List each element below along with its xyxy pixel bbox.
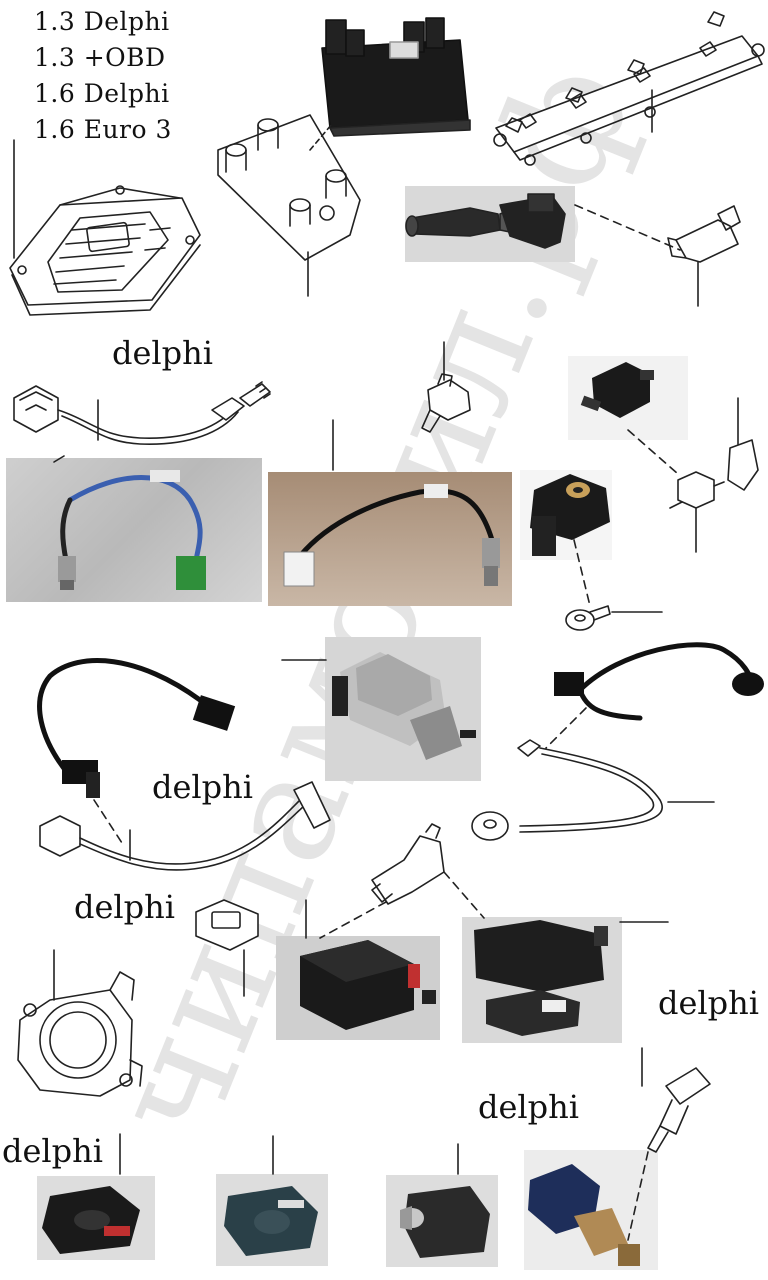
temp-sensor-photo [528,1164,640,1266]
throttle-body-drawing [17,971,143,1097]
leader-line [443,871,485,919]
tps-photo-2 [224,1186,318,1256]
idle-valve-photo [400,1186,490,1258]
leader-line [627,1151,649,1241]
version-item: 1.3 Delphi [34,7,170,36]
brand-label-oxygen-sensor: delphi [112,334,213,372]
oxygen-sensor-photo-1 [58,470,206,590]
brand-label-speed-sensor: delphi [152,768,253,806]
oxygen-sensor-photo-2 [283,484,500,587]
engine-version-list: 1.3 Delphi 1.3 +OBD 1.6 Delphi 1.6 Euro … [34,4,172,148]
leader-line [573,539,591,607]
knock-sensor-drawing [565,605,611,631]
version-item: 1.3 +OBD [34,43,166,72]
crank-sensor-photo [37,658,236,798]
brand-label-temp-sensor: delphi [658,984,759,1022]
leader-line [545,707,587,749]
version-item: 1.6 Delphi [34,79,170,108]
leader-line [53,455,65,463]
knock-sensor-wire-drawing [471,739,664,841]
temp-sensor-drawing [647,1067,711,1153]
ecu-drawing [9,185,201,316]
ignition-module-photo [300,940,436,1030]
brand-label-idle-valve: delphi [478,1088,579,1126]
leader-line [309,123,333,151]
map-sensor-drawing [371,823,445,905]
knock-sensor-photo [530,474,610,556]
brand-label-crank-sensor: delphi [74,888,175,926]
injector-drawing [667,205,741,263]
leader-line [93,799,125,847]
leader-line [319,901,387,939]
fuel-rail-drawing [493,11,765,166]
canister-valve-drawing [669,439,759,509]
leader-line [627,429,679,475]
canister-valve-photo [580,362,654,418]
leader-line [574,204,681,251]
brand-label-throttle-sensor: delphi [2,1132,103,1170]
version-item: 1.6 Euro 3 [34,115,172,144]
speed-sensor-photo [332,652,476,760]
crank-sensor-drawing [39,781,331,871]
oxygen-sensor-drawing [13,381,271,445]
tps-photo-1 [42,1186,140,1254]
ignition-coil-photo [321,17,471,137]
photo-oxygen-sensor-1 [6,458,262,602]
map-sensor-photo [474,920,608,1036]
sensor-drawing-small [195,899,259,951]
injector-photo [405,193,566,249]
valve-drawing [421,373,471,433]
knock-sensor-wire-photo [554,642,764,721]
ignition-coil-drawing [217,114,361,261]
